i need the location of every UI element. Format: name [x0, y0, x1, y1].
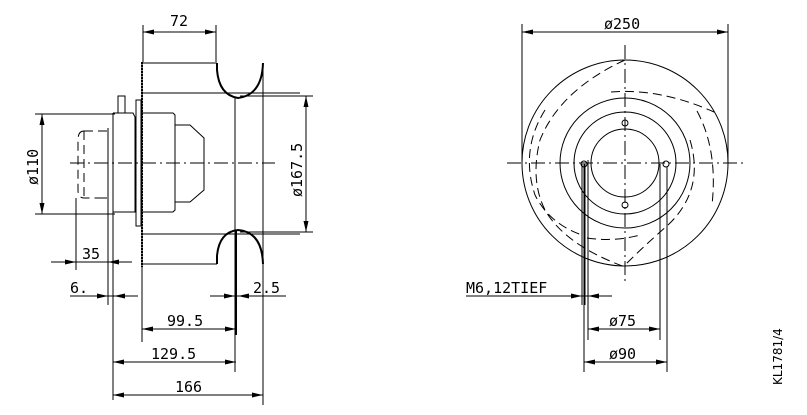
dim-129-5-label: 129.5 [151, 345, 196, 363]
dim-166: 166 [113, 378, 263, 398]
front-view: ø250 M6,12TIEF ø75 ø90 [466, 15, 745, 372]
dim-dia-75: ø75 [588, 312, 660, 332]
dim-6: 6. [70, 279, 138, 299]
motor-hidden-outline [77, 130, 98, 199]
bolt-stub [117, 95, 126, 114]
side-view: 72 ø110 ø167.5 35 [24, 12, 313, 405]
thread-note: M6,12TIEF [466, 279, 612, 299]
ring-inner [590, 128, 660, 198]
dim-dia-110-label: ø110 [24, 149, 42, 185]
bottom-blade-profile [216, 228, 264, 265]
dim-dia-90-label: ø90 [609, 345, 636, 363]
blade-hidden-left [535, 59, 626, 268]
outer-circle [521, 59, 729, 267]
hole-top [621, 119, 629, 127]
thread-note-label: M6,12TIEF [466, 279, 547, 297]
dim-129-5: 129.5 [113, 345, 236, 365]
dim-72-label: 72 [170, 12, 188, 30]
hub-nose [175, 124, 205, 203]
drawing-reference-code: KL1781/4 [771, 328, 785, 385]
dim-dia-110: ø110 [24, 113, 115, 215]
dim-dia-75-label: ø75 [609, 312, 636, 330]
dim-99-5-label: 99.5 [167, 312, 203, 330]
dim-35: 35 [51, 198, 132, 270]
motor-flange [113, 112, 136, 213]
dim-6-label: 6. [70, 279, 88, 297]
dim-2-5: 2.5 [210, 279, 286, 299]
dim-2-5-label: 2.5 [253, 279, 280, 297]
ring-outer [559, 97, 691, 229]
dim-166-label: 166 [175, 378, 202, 396]
dim-dia-167-5-label: ø167.5 [288, 143, 306, 197]
dim-dia-90: ø90 [584, 345, 667, 365]
dim-dia-167-5: ø167.5 [240, 95, 313, 233]
dim-99-5: 99.5 [142, 312, 236, 332]
hole-bottom [621, 201, 629, 209]
top-blade-profile [216, 62, 264, 100]
ring-middle [573, 111, 677, 215]
dim-35-label: 35 [82, 245, 100, 263]
hole-right [662, 160, 670, 168]
dim-72: 72 [142, 12, 217, 62]
dim-dia-250-label: ø250 [604, 15, 640, 33]
dim-dia-250: ø250 [521, 15, 729, 163]
hub-body [141, 112, 176, 213]
